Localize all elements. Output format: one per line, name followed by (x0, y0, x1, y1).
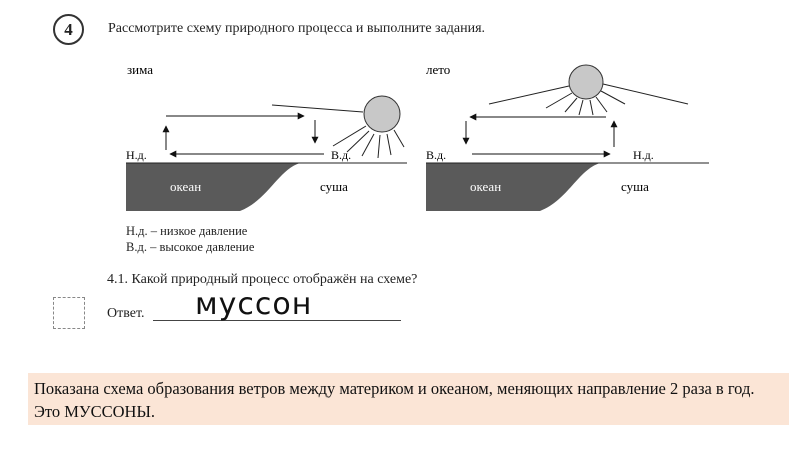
explanation-note-text: Показана схема образования ветров между … (34, 379, 755, 421)
winter-high-pressure-label: В.д. (331, 148, 351, 162)
summer-label: лето (426, 62, 450, 77)
task-number: 4 (64, 19, 73, 39)
summer-ocean-shape (426, 163, 600, 211)
summer-sun-rays-icon (488, 83, 689, 116)
summer-land-label: суша (621, 179, 649, 194)
answer-checkbox[interactable] (53, 297, 85, 329)
winter-ocean-label: океан (170, 179, 201, 194)
answer-line (153, 320, 401, 321)
answer-value: муссон (195, 287, 313, 322)
winter-sun-rays-icon (271, 104, 405, 159)
winter-label: зима (127, 62, 153, 77)
summer-low-pressure-label: Н.д. (633, 148, 654, 162)
winter-ocean-shape (126, 163, 300, 211)
summer-ocean-label: океан (470, 179, 501, 194)
winter-sun-icon (363, 95, 401, 133)
winter-land-label: суша (320, 179, 348, 194)
explanation-note: Показана схема образования ветров между … (28, 373, 789, 425)
task-number-badge: 4 (53, 14, 84, 45)
winter-low-pressure-label: Н.д. (126, 148, 147, 162)
summer-high-pressure-label: В.д. (426, 148, 446, 162)
winter-panel: зима океан суша Н.д. В.д. (126, 62, 407, 211)
answer-label: Ответ. (107, 306, 145, 321)
legend-high-pressure: В.д. – высокое давление (126, 240, 255, 254)
summer-sun-icon (568, 64, 604, 100)
summer-panel: лето океан суша В.д. Н.д. (426, 62, 709, 211)
question-text: 4.1. Какой природный процесс отображён н… (107, 272, 418, 287)
task-instruction: Рассмотрите схему природного процесса и … (108, 21, 486, 36)
legend-low-pressure: Н.д. – низкое давление (126, 224, 248, 238)
